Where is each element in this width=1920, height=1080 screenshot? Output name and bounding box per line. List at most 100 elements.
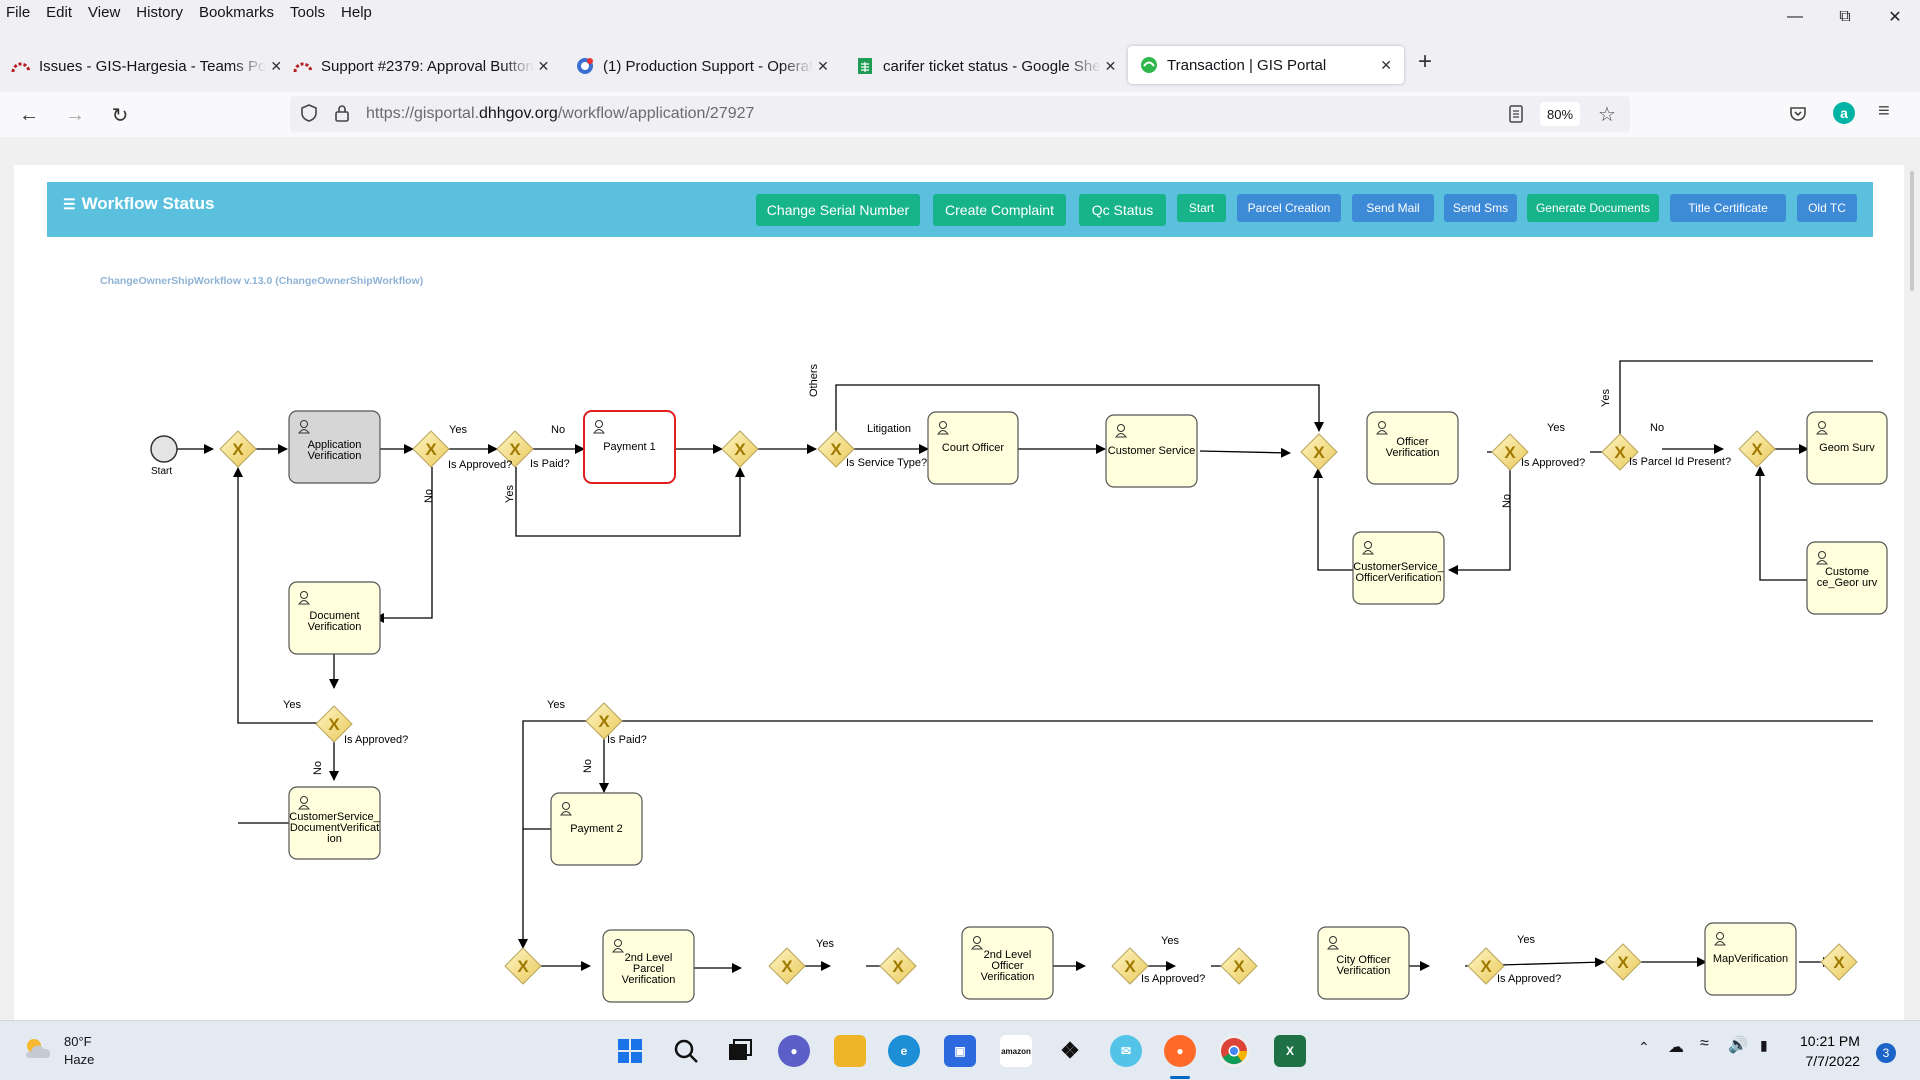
close-tab-icon[interactable]: ✕ [1104, 57, 1117, 74]
menu-file[interactable]: File [6, 3, 31, 21]
gateway[interactable]: X [768, 947, 806, 985]
task-view-icon[interactable] [724, 1035, 756, 1067]
gateway[interactable]: X [1300, 433, 1338, 471]
teams-chat-icon[interactable]: ● [778, 1035, 810, 1067]
menu-edit[interactable]: Edit [46, 3, 73, 21]
menu-tools[interactable]: Tools [289, 3, 326, 21]
extension-icon[interactable]: a [1833, 102, 1855, 124]
tab-production-support[interactable]: (1) Production Support - Operat ✕ [576, 48, 829, 84]
tab-support[interactable]: Support #2379: Approval Button ✕ [293, 48, 549, 84]
gateway[interactable]: X [315, 705, 353, 743]
menu-history[interactable]: History [136, 3, 183, 21]
gateway[interactable]: X [412, 430, 450, 468]
gateway[interactable]: X [504, 947, 542, 985]
dropbox-icon[interactable]: ❖ [1060, 1038, 1080, 1063]
gateway[interactable]: X [1820, 943, 1858, 981]
gateway[interactable]: X [1220, 947, 1258, 985]
shield-icon[interactable] [300, 103, 318, 128]
task-2nd-level-officer-verification[interactable] [961, 926, 1054, 1000]
menu-bookmarks[interactable]: Bookmarks [198, 3, 274, 21]
task-document-verification[interactable] [288, 581, 381, 655]
firefox-icon[interactable]: ● [1164, 1035, 1196, 1067]
show-hidden-icons-icon[interactable]: ⌃ [1638, 1039, 1650, 1055]
notification-badge[interactable]: 3 [1876, 1043, 1896, 1063]
chrome-icon[interactable] [1218, 1035, 1250, 1067]
task-application-verification[interactable] [288, 410, 381, 484]
hamburger-menu-icon[interactable]: ≡ [1878, 100, 1890, 122]
reload-icon[interactable]: ↻ [111, 104, 129, 127]
volume-icon[interactable]: 🔊 [1728, 1037, 1748, 1054]
search-icon[interactable] [670, 1035, 702, 1067]
task-cs-officer-verification[interactable] [1352, 531, 1445, 605]
qc-status-button[interactable]: Qc Status [1079, 194, 1166, 226]
battery-icon[interactable]: ▮ [1760, 1037, 1768, 1053]
weather-widget[interactable]: 80°F Haze [22, 1033, 94, 1069]
tab-transaction-gis-portal[interactable]: Transaction | GIS Portal ✕ [1128, 46, 1404, 84]
old-tc-button[interactable]: Old TC [1797, 194, 1857, 222]
gateway[interactable]: X [1491, 433, 1529, 471]
gateway[interactable]: X [1111, 947, 1149, 985]
tab-issues[interactable]: Issues - GIS-Hargesia - Teams Po ✕ [11, 48, 282, 84]
gateway[interactable]: X [219, 430, 257, 468]
task-city-officer-verification[interactable] [1317, 926, 1410, 1000]
close-tab-icon[interactable]: ✕ [817, 57, 829, 74]
create-complaint-button[interactable]: Create Complaint [933, 194, 1066, 226]
system-clock[interactable]: 10:21 PM 7/7/2022 [1800, 1033, 1860, 1069]
gateway[interactable]: X [817, 430, 855, 468]
gateway[interactable]: X [1604, 943, 1642, 981]
store-icon[interactable]: ▣ [944, 1035, 976, 1067]
gateway[interactable]: X [496, 430, 534, 468]
scrollbar-thumb[interactable] [1910, 171, 1914, 291]
task-cs-geom[interactable] [1806, 541, 1888, 615]
parcel-creation-button[interactable]: Parcel Creation [1237, 194, 1341, 222]
close-tab-icon[interactable]: ✕ [537, 57, 550, 74]
excel-icon[interactable]: X [1274, 1035, 1306, 1067]
wifi-icon[interactable]: ≈ [1700, 1035, 1709, 1052]
generate-documents-button[interactable]: Generate Documents [1527, 194, 1659, 222]
windows-start-icon[interactable] [614, 1035, 646, 1067]
new-tab-icon[interactable]: + [1418, 48, 1433, 75]
task-court-officer[interactable] [927, 411, 1019, 485]
amazon-icon[interactable]: amazon [1000, 1035, 1032, 1067]
bookmark-star-icon[interactable]: ☆ [1598, 104, 1616, 126]
send-mail-button[interactable]: Send Mail [1352, 194, 1434, 222]
file-explorer-icon[interactable] [834, 1035, 866, 1067]
task-customer-service[interactable] [1105, 414, 1198, 488]
task-geom-survey[interactable] [1806, 411, 1888, 485]
start-event[interactable] [150, 435, 178, 463]
close-tab-icon[interactable]: ✕ [1380, 56, 1392, 73]
menu-view[interactable]: View [88, 3, 121, 21]
gateway[interactable]: X [1738, 430, 1776, 468]
task-payment-2[interactable] [550, 792, 643, 866]
url-bar[interactable]: https://gisportal.dhhgov.org/workflow/ap… [290, 96, 1630, 132]
send-sms-button[interactable]: Send Sms [1444, 194, 1517, 222]
scrollbar[interactable] [1904, 137, 1920, 1020]
gateway[interactable]: X [1467, 947, 1505, 985]
gateway[interactable]: X [585, 702, 623, 740]
pocket-icon[interactable] [1788, 104, 1808, 129]
close-tab-icon[interactable]: ✕ [270, 57, 283, 74]
gateway[interactable]: X [1601, 433, 1639, 471]
tab-google-sheets[interactable]: carifer ticket status - Google She ✕ [856, 48, 1116, 84]
url-text[interactable]: https://gisportal.dhhgov.org/workflow/ap… [366, 105, 755, 122]
edge-icon[interactable]: e [888, 1035, 920, 1067]
reader-view-icon[interactable] [1508, 104, 1524, 129]
gateway[interactable]: X [879, 947, 917, 985]
close-window-icon[interactable]: ✕ [1888, 9, 1902, 26]
back-icon[interactable]: ← [19, 103, 39, 126]
mail-icon[interactable]: ✉ [1110, 1035, 1142, 1067]
task-officer-verification[interactable] [1366, 411, 1459, 485]
task-2nd-level-parcel-verification[interactable] [602, 929, 695, 1003]
task-payment-1[interactable] [583, 410, 676, 484]
task-cs-document-verification[interactable] [288, 786, 381, 860]
restore-icon[interactable]: ⧉ [1839, 8, 1851, 25]
lock-icon[interactable] [334, 103, 350, 128]
title-certificate-button[interactable]: Title Certificate [1670, 194, 1786, 222]
minimize-icon[interactable]: — [1787, 8, 1803, 25]
gateway[interactable]: X [721, 430, 759, 468]
menu-help[interactable]: Help [341, 3, 372, 21]
start-button[interactable]: Start [1177, 194, 1226, 222]
change-serial-number-button[interactable]: Change Serial Number [756, 194, 920, 226]
zoom-indicator[interactable]: 80% [1540, 102, 1580, 126]
forward-icon[interactable]: → [65, 103, 85, 126]
